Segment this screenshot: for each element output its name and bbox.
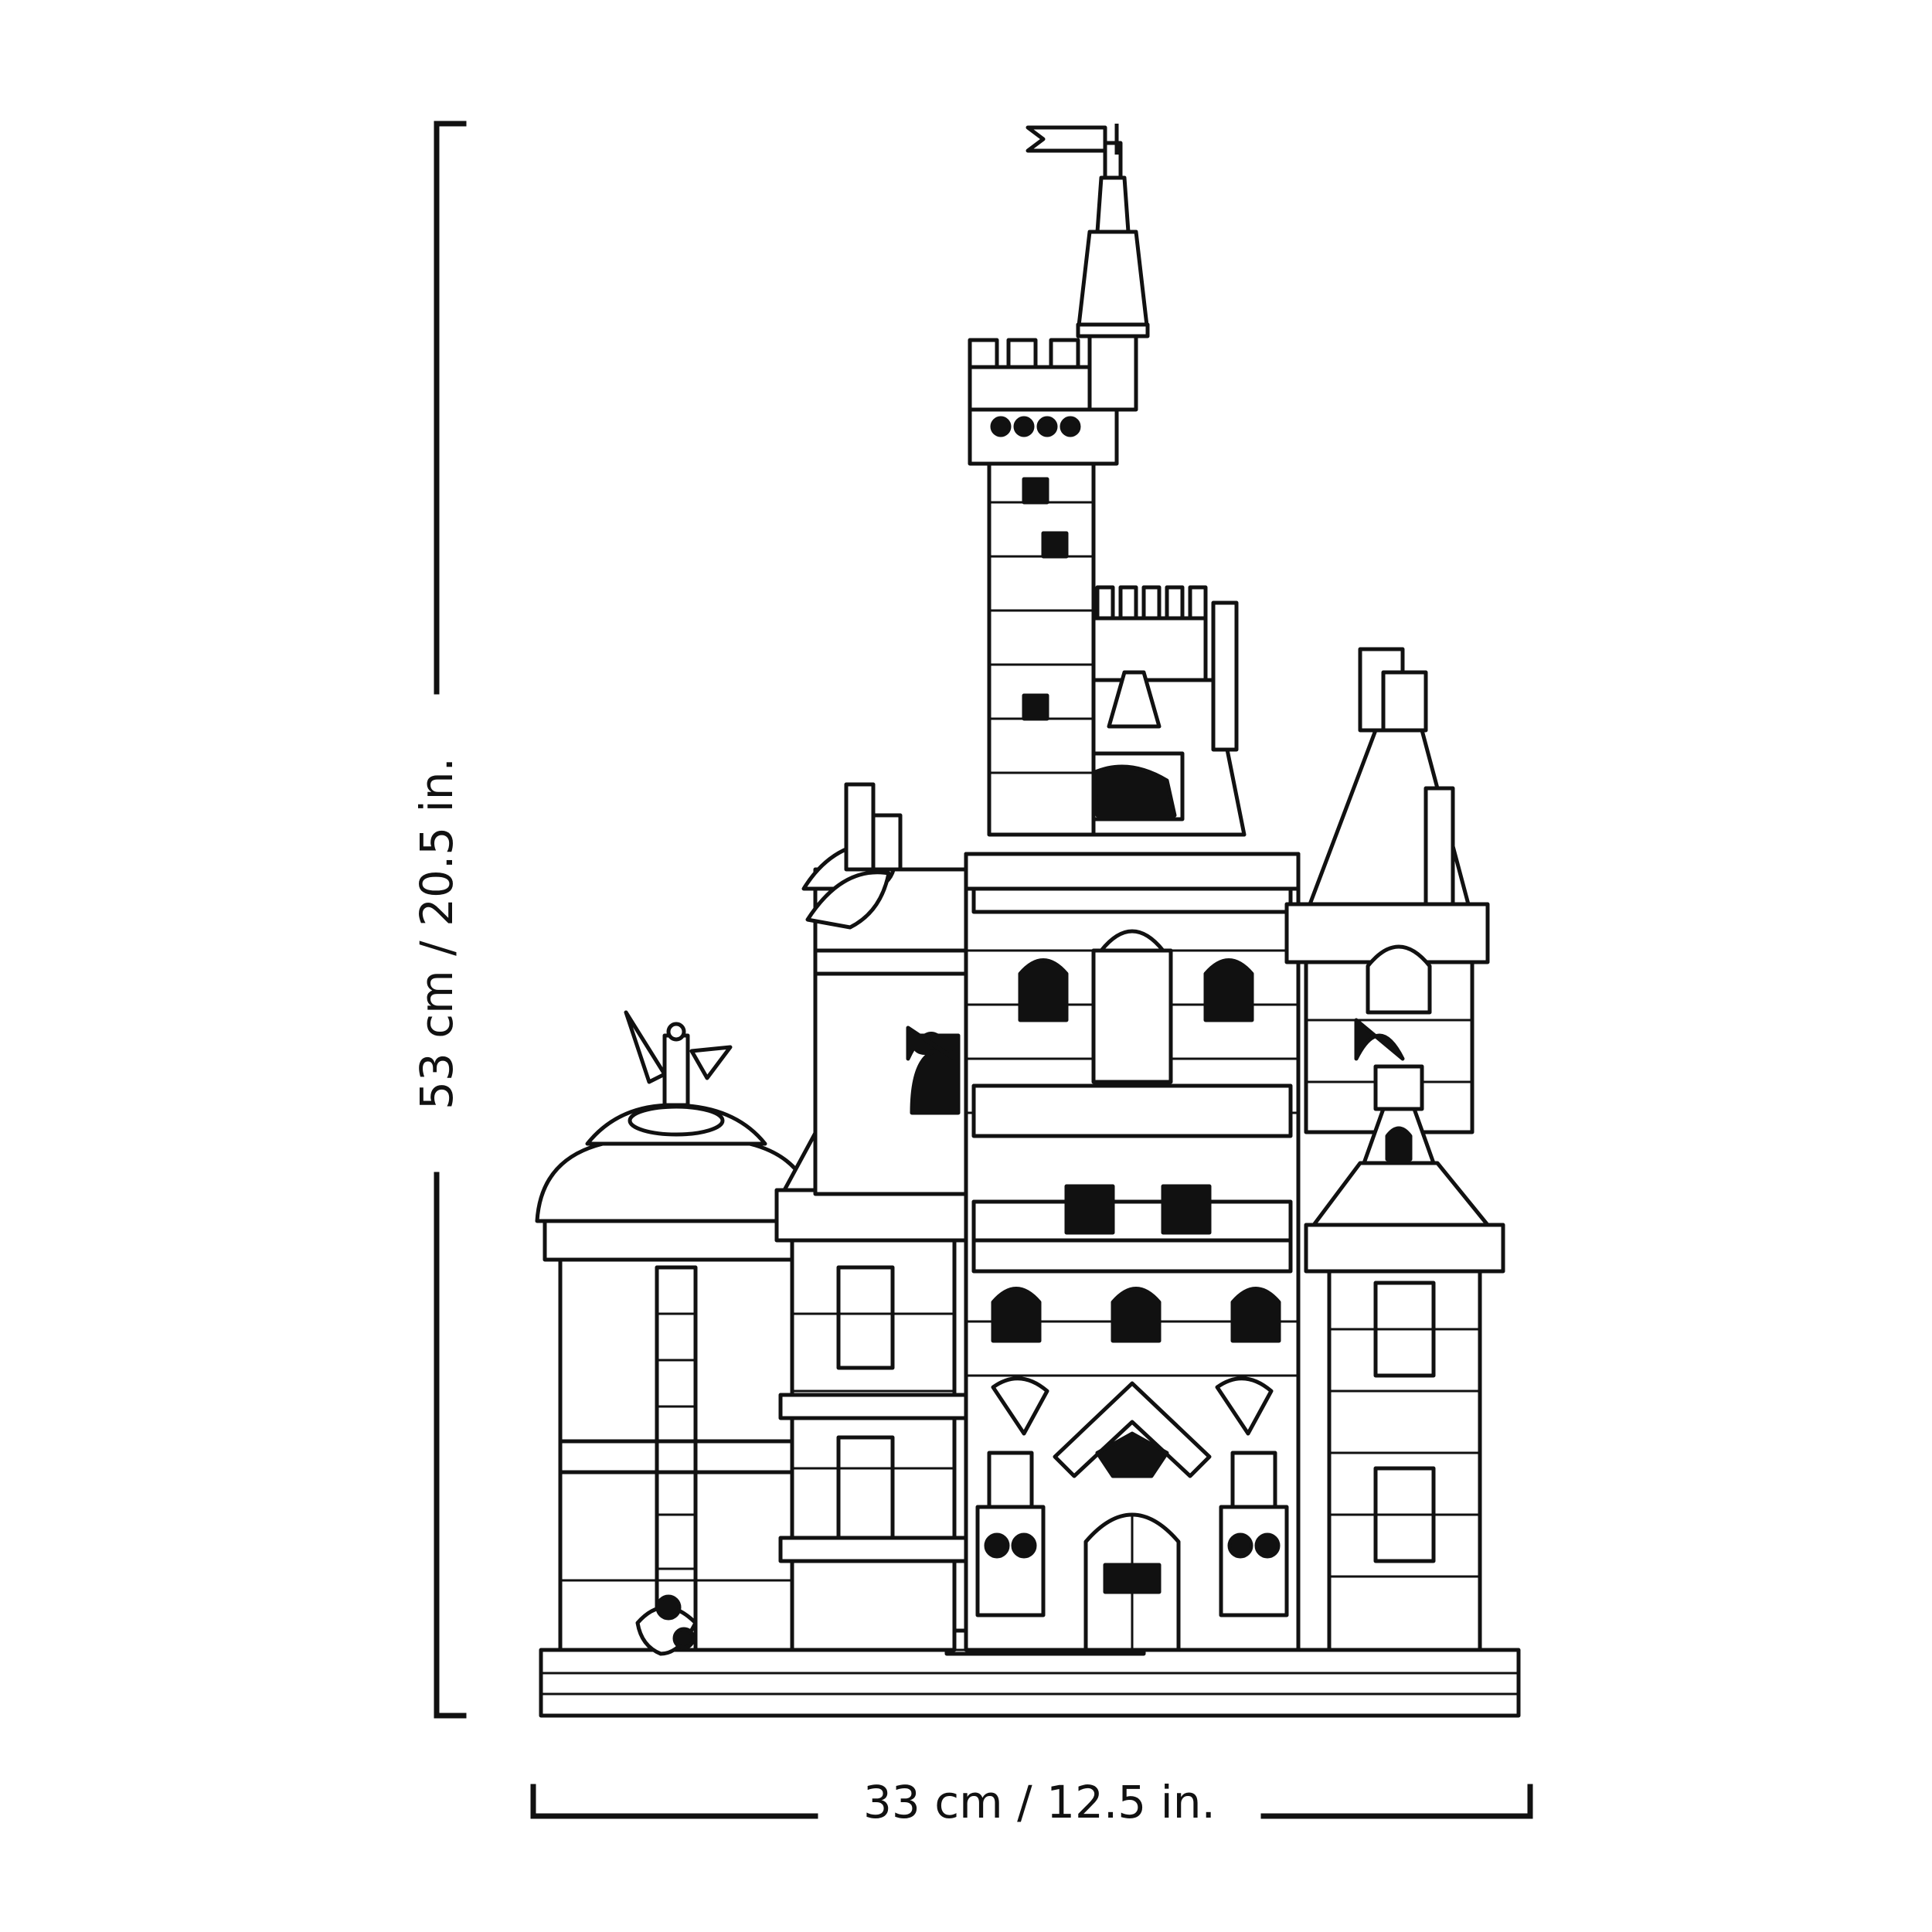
castle-illustration (535, 124, 1521, 1718)
left-upper-tower (801, 782, 968, 1196)
right-lower-tower (1304, 1064, 1505, 1652)
left-round-tower (535, 1010, 818, 1656)
tall-tower (968, 124, 1150, 837)
central-keep (906, 852, 1301, 1652)
width-dimension: 33 cm / 12.5 in. (530, 1776, 1533, 1828)
height-label: 53 cm / 20.5 in. (410, 757, 463, 1110)
width-label: 33 cm / 12.5 in. (863, 1776, 1216, 1828)
castle-base (539, 1648, 1521, 1718)
right-tower (1284, 647, 1490, 1134)
height-dimension: 53 cm / 20.5 in. (410, 121, 467, 1719)
